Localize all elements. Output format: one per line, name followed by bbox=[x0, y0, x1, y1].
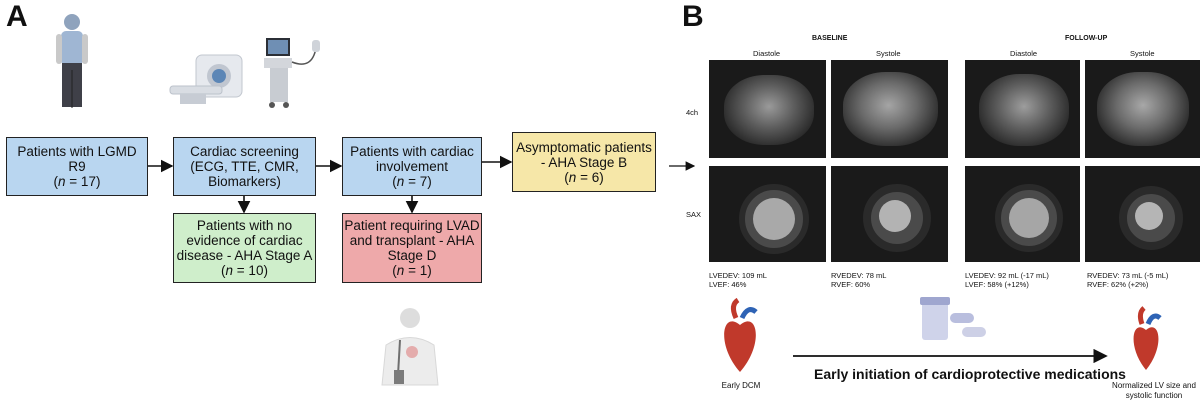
no-evidence-line2: evidence of cardiac bbox=[186, 233, 303, 248]
followup-lv-measurements: LVEDEV: 92 mL (-17 mL) LVEF: 58% (+12%) bbox=[965, 271, 1049, 289]
screening-line2: (ECG, TTE, CMR, bbox=[190, 159, 299, 174]
outcome-label: Normalized LV size and systolic function bbox=[1108, 381, 1200, 401]
no-evidence-count: (n = 10) bbox=[221, 263, 268, 278]
baseline-rv-measurements: RVEDEV: 78 mL RVEF: 60% bbox=[831, 271, 886, 289]
lvad-transplant-box: Patient requiring LVAD and transplant - … bbox=[342, 213, 482, 283]
mri-followup-sax-systole bbox=[1085, 166, 1200, 262]
no-evidence-line1: Patients with no bbox=[196, 218, 293, 233]
no-evidence-line3: disease - AHA Stage A bbox=[176, 248, 313, 263]
asymptomatic-line1: Asymptomatic patients bbox=[516, 139, 652, 155]
medication-icon bbox=[920, 297, 986, 340]
baseline-lvef: LVEF: 46% bbox=[709, 280, 747, 289]
mri-baseline-4ch-diastole bbox=[709, 60, 826, 158]
normalized-heart-icon bbox=[1133, 306, 1162, 370]
ultrasound-machine-icon bbox=[264, 38, 320, 108]
early-dcm-label: Early DCM bbox=[721, 381, 761, 390]
involvement-count: (n = 7) bbox=[392, 174, 432, 189]
lvad-count: (n = 1) bbox=[392, 263, 432, 278]
lvad-line1: Patient requiring LVAD bbox=[344, 218, 480, 233]
col-label-baseline-systole: Systole bbox=[876, 49, 901, 58]
patient-figure-icon bbox=[56, 14, 88, 108]
lgmd-count: (n = 17) bbox=[53, 174, 101, 189]
outcome-line2: systolic function bbox=[1125, 391, 1183, 400]
baseline-rvedev: RVEDEV: 78 mL bbox=[831, 271, 887, 280]
col-label-followup-diastole: Diastole bbox=[1010, 49, 1038, 58]
mri-scanner-icon bbox=[169, 54, 243, 104]
screening-line1: Cardiac screening bbox=[190, 144, 299, 159]
lvad-line2: and transplant - AHA bbox=[349, 233, 475, 248]
no-evidence-box: Patients with no evidence of cardiac dis… bbox=[173, 213, 316, 283]
lvad-line3: Stage D bbox=[387, 248, 437, 263]
asymptomatic-count: (n = 6) bbox=[564, 169, 604, 185]
baseline-header: BASELINE bbox=[812, 35, 848, 42]
mri-baseline-sax-diastole bbox=[709, 166, 826, 262]
asymptomatic-patients-box: Asymptomatic patients - AHA Stage B (n =… bbox=[512, 132, 656, 192]
involvement-line2: involvement bbox=[375, 159, 449, 174]
baseline-lvedev: LVEDEV: 109 mL bbox=[709, 271, 767, 280]
early-dcm-heart-icon bbox=[724, 297, 758, 372]
followup-header: FOLLOW-UP bbox=[1065, 35, 1108, 42]
followup-rv-measurements: RVEDEV: 73 mL (-5 mL) RVEF: 62% (+2%) bbox=[1087, 271, 1168, 289]
col-label-baseline-diastole: Diastole bbox=[753, 49, 781, 58]
lvad-patient-icon bbox=[381, 308, 439, 386]
followup-rvedev: RVEDEV: 73 mL (-5 mL) bbox=[1087, 271, 1169, 280]
baseline-rvef: RVEF: 60% bbox=[831, 280, 871, 289]
involvement-line1: Patients with cardiac bbox=[350, 144, 474, 159]
therapy-label: Early initiation of cardioprotective med… bbox=[814, 366, 1126, 382]
row-label-4ch: 4ch bbox=[686, 108, 699, 117]
cardiac-screening-box: Cardiac screening (ECG, TTE, CMR, Biomar… bbox=[173, 137, 316, 196]
mri-followup-4ch-systole bbox=[1085, 60, 1200, 158]
mri-followup-sax-diastole bbox=[965, 166, 1080, 262]
asymptomatic-line2: - AHA Stage B bbox=[540, 154, 628, 170]
screening-line3: Biomarkers) bbox=[208, 174, 281, 189]
followup-lvef: LVEF: 58% (+12%) bbox=[965, 280, 1029, 289]
lgmd-patients-box: Patients with LGMD R9 (n = 17) bbox=[6, 137, 148, 196]
outcome-line1: Normalized LV size and bbox=[1112, 381, 1196, 390]
col-label-followup-systole: Systole bbox=[1130, 49, 1155, 58]
followup-lvedev: LVEDEV: 92 mL (-17 mL) bbox=[965, 271, 1049, 280]
baseline-lv-measurements: LVEDEV: 109 mL LVEF: 46% bbox=[709, 271, 767, 289]
lgmd-label: Patients with LGMD R9 bbox=[17, 144, 137, 174]
followup-rvef: RVEF: 62% (+2%) bbox=[1087, 280, 1149, 289]
mri-baseline-sax-systole bbox=[831, 166, 948, 262]
mri-followup-4ch-diastole bbox=[965, 60, 1080, 158]
row-label-sax: SAX bbox=[686, 210, 702, 219]
panel-b-letter: B bbox=[682, 0, 704, 33]
panel-a-letter: A bbox=[6, 0, 28, 33]
cardiac-involvement-box: Patients with cardiac involvement (n = 7… bbox=[342, 137, 482, 196]
mri-baseline-4ch-systole bbox=[831, 60, 948, 158]
